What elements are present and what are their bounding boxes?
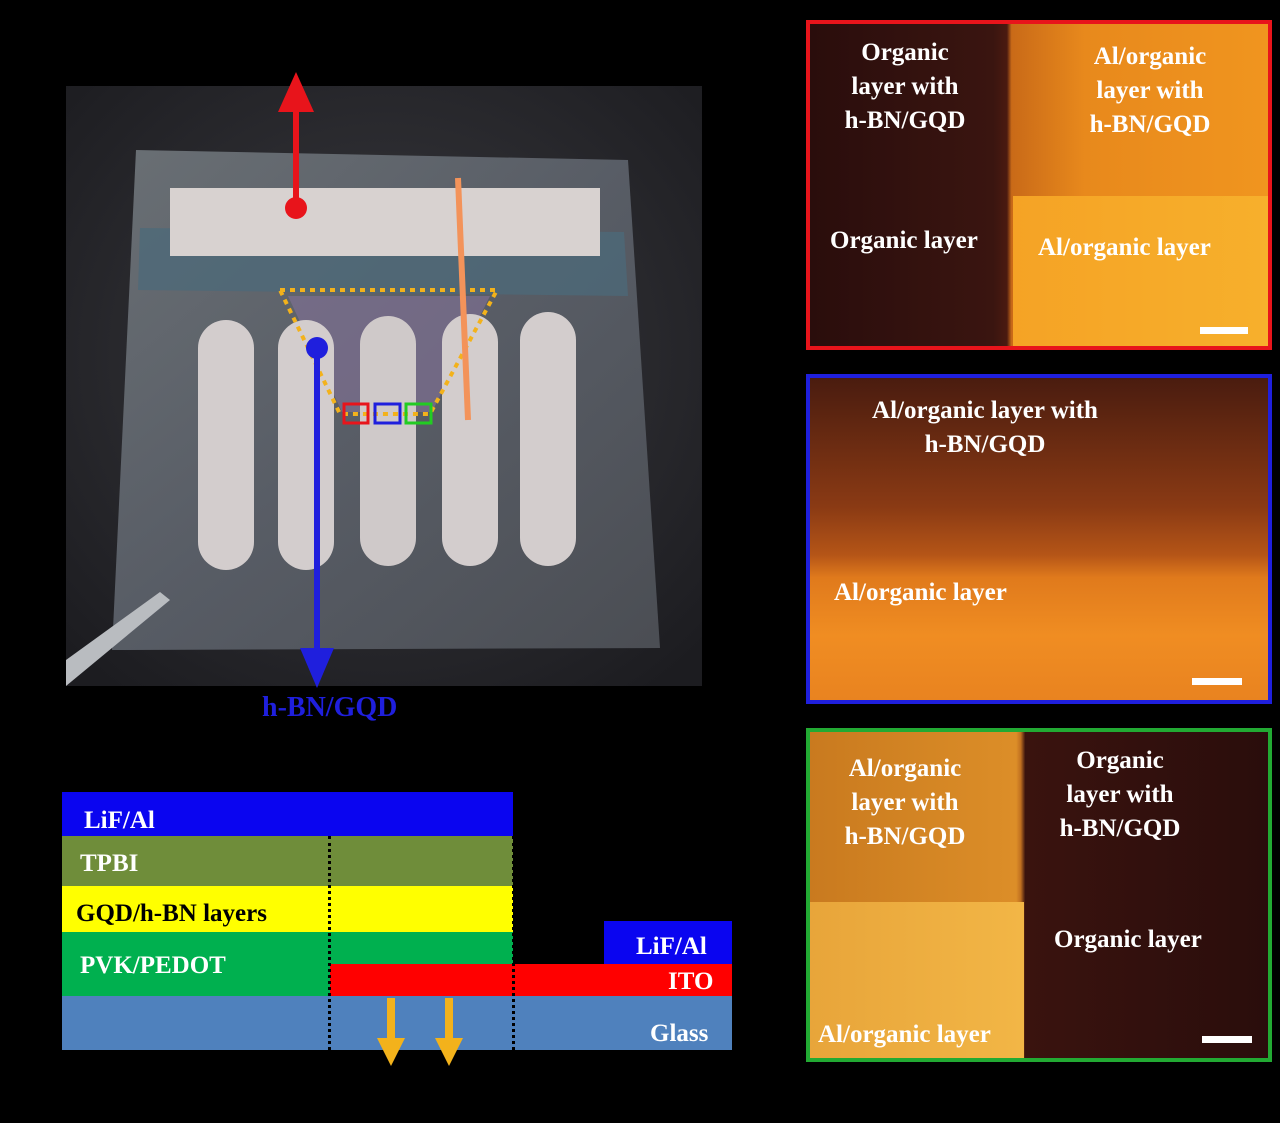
layer-label-tpbi: TPBI: [80, 850, 139, 877]
red-micrograph-panel: Organic layer with h-BN/GQD Al/organic l…: [806, 20, 1272, 350]
red-panel-label-top-right: Al/organic layer with h-BN/GQD: [1089, 43, 1211, 138]
layer-lif-al-right: [604, 921, 732, 964]
layer-gqd-hbn: [62, 886, 513, 932]
electrode-strip: [520, 312, 576, 566]
top-cathode: [170, 188, 600, 256]
layer-lif-al: [62, 792, 513, 836]
dashed-divider-left: [328, 836, 331, 1050]
green-panel-label-top-right: Organic layer with h-BN/GQD: [1059, 747, 1181, 842]
green-marker-square: [404, 402, 433, 425]
layer-ito: [330, 964, 732, 996]
layer-label-lif-al: LiF/Al: [84, 807, 155, 834]
red-panel-label-top-left: Organic layer with h-BN/GQD: [844, 39, 966, 134]
blue-arrow-dot: [306, 337, 328, 359]
device-photo: [66, 72, 702, 688]
green-micrograph-panel: Al/organic layer with h-BN/GQD Organic l…: [806, 728, 1272, 1062]
green-panel-label-top-left: Al/organic layer with h-BN/GQD: [844, 755, 966, 850]
blue-panel-scale-bar: [1192, 678, 1242, 685]
blue-arrow-head: [300, 648, 334, 688]
green-panel-lower-left-region: [810, 902, 1024, 1058]
blue-panel-label-bottom: Al/organic layer: [834, 579, 1007, 606]
emission-arrow-right: [435, 998, 463, 1066]
layer-label-glass: Glass: [650, 1020, 709, 1047]
layer-label-lif-al-right: LiF/Al: [636, 933, 707, 960]
dashed-divider-right: [512, 836, 515, 1050]
green-panel-label-bottom-left: Al/organic layer: [818, 1021, 991, 1048]
layer-label-ito: ITO: [668, 968, 714, 995]
emission-arrow-left: [377, 998, 405, 1066]
red-arrow-dot: [285, 197, 307, 219]
electrode-strip: [360, 316, 416, 566]
blue-micrograph-panel: Al/organic layer with h-BN/GQD Al/organi…: [806, 374, 1272, 704]
layer-label-gqd-hbn: GQD/h-BN layers: [76, 900, 267, 927]
layer-label-pvk-pedot: PVK/PEDOT: [80, 952, 226, 979]
red-marker-square: [342, 402, 370, 425]
tweezers: [66, 592, 170, 686]
red-panel-scale-bar: [1200, 327, 1248, 334]
red-panel-label-bottom-left: Organic layer: [830, 227, 978, 254]
electrode-strip: [278, 320, 334, 570]
red-panel-lower-right-region: [1013, 196, 1268, 346]
red-arrow-head: [278, 72, 314, 112]
green-panel-label-bottom-right: Organic layer: [1054, 926, 1202, 953]
layer-tpbi: [62, 836, 513, 886]
green-panel-scale-bar: [1202, 1036, 1252, 1043]
orange-line: [455, 177, 471, 421]
electrode-strip: [442, 314, 498, 566]
hbn-gqd-arrow-label: h-BN/GQD: [262, 692, 398, 723]
red-panel-label-bottom-right: Al/organic layer: [1038, 234, 1211, 261]
blue-marker-square: [373, 402, 402, 425]
electrode-strip: [198, 320, 254, 570]
blue-panel-label-top: Al/organic layer with h-BN/GQD: [872, 397, 1098, 458]
